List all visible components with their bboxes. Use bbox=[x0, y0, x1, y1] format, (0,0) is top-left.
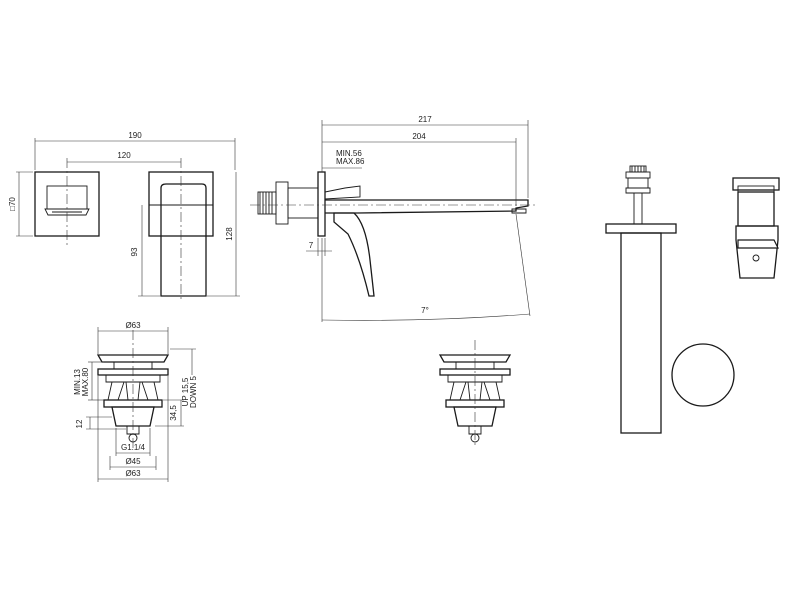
thread-lines bbox=[631, 166, 645, 172]
dim-217: 217 bbox=[418, 115, 432, 124]
side-cartridge bbox=[324, 185, 361, 200]
waste-seal bbox=[447, 374, 503, 383]
thread-lines bbox=[259, 192, 273, 214]
side-thread bbox=[257, 191, 277, 215]
dim-waste-down: DOWN 5 bbox=[189, 375, 198, 408]
waste-plain bbox=[438, 340, 512, 448]
waste-nut bbox=[111, 406, 155, 427]
cartridge-hole bbox=[752, 254, 760, 262]
waste-nut bbox=[453, 406, 497, 427]
angle-line bbox=[515, 213, 531, 317]
dim-7: 7 bbox=[309, 241, 314, 250]
angle-arc bbox=[321, 313, 531, 321]
waste-cap bbox=[96, 354, 170, 363]
valve-nut bbox=[625, 171, 651, 179]
side-view: 217 204 MIN.56 MAX.86 7 7° bbox=[250, 115, 535, 322]
dim-120: 120 bbox=[117, 151, 131, 160]
dim-93: 93 bbox=[130, 247, 139, 256]
dim-waste-min: MIN.13 bbox=[73, 369, 82, 395]
cartridge-body bbox=[737, 191, 775, 227]
dim-min-56: MIN.56 bbox=[336, 149, 362, 158]
side-body-2 bbox=[287, 187, 319, 219]
dim-angle-7: 7° bbox=[421, 306, 429, 315]
dim-dia-63-bottom: Ø63 bbox=[125, 469, 141, 478]
cartridge-top-inner bbox=[737, 185, 775, 193]
dim-34-5: 34,5 bbox=[169, 405, 178, 421]
dim-dia-45: Ø45 bbox=[125, 457, 141, 466]
valve-nut-3 bbox=[625, 187, 651, 194]
valve-tube bbox=[620, 232, 662, 434]
dim-dia-63-top: Ø63 bbox=[125, 321, 141, 330]
dim-204: 204 bbox=[412, 132, 426, 141]
valve-flange bbox=[605, 223, 677, 234]
waste-tail bbox=[468, 425, 482, 435]
side-spout bbox=[325, 199, 529, 214]
front-view: 190 120 □70 93 128 bbox=[8, 131, 240, 300]
dim-190: 190 bbox=[128, 131, 142, 140]
dim-128: 128 bbox=[225, 227, 234, 241]
cartridge-base bbox=[735, 225, 779, 279]
waste-seal bbox=[105, 374, 161, 383]
waste-cap bbox=[438, 354, 512, 363]
valve-body-view bbox=[605, 165, 735, 434]
left-handle-lip bbox=[44, 208, 90, 216]
cartridge-top bbox=[732, 177, 780, 191]
cartridge-lever bbox=[737, 239, 779, 249]
dim-waste-up: UP 15,5 bbox=[181, 377, 190, 406]
dim-square-70: □70 bbox=[8, 197, 17, 211]
waste-tail bbox=[126, 425, 140, 435]
lever-handle bbox=[160, 183, 207, 297]
valve-nut-2 bbox=[627, 177, 649, 189]
dim-max-86: MAX.86 bbox=[336, 157, 365, 166]
side-lever bbox=[333, 212, 375, 297]
dim-thread: G1.1/4 bbox=[121, 443, 146, 452]
side-aerator bbox=[511, 208, 527, 214]
waste-dimensioned: Ø63 MIN.13 MAX.80 UP 15,5 DOWN 5 34,5 12… bbox=[73, 321, 198, 482]
side-body bbox=[275, 181, 289, 225]
cartridge-view bbox=[732, 177, 780, 279]
dim-12: 12 bbox=[75, 419, 84, 428]
dim-waste-max: MAX.80 bbox=[81, 367, 90, 396]
side-plate bbox=[317, 171, 326, 237]
round-plate bbox=[671, 343, 735, 407]
